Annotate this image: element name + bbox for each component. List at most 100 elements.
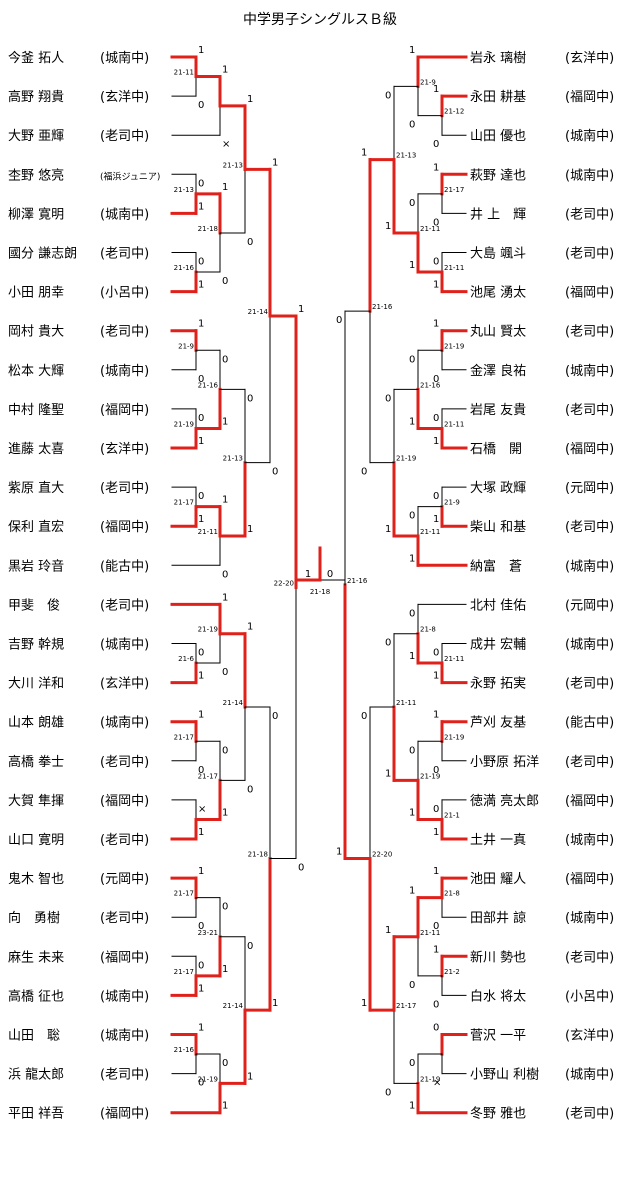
match-result: 1 <box>433 710 439 721</box>
player-school: (城南中) <box>100 715 149 731</box>
match-score: 21-16 <box>372 303 393 311</box>
match-result: 0 <box>409 745 415 756</box>
player-school: (老司中) <box>565 1107 614 1122</box>
match-result: 1 <box>222 592 228 603</box>
player-school: (福岡中) <box>565 90 614 105</box>
match-result: 0 <box>198 413 204 424</box>
player-name: 甲斐 俊 <box>8 598 60 613</box>
match-result: 0 <box>433 804 439 815</box>
match-score: 21-14 <box>248 308 269 316</box>
player-school: (老司中) <box>100 911 149 926</box>
match-result: 1 <box>247 1071 253 1082</box>
match-result: 0 <box>272 711 278 722</box>
player-name: 金澤 良祐 <box>470 363 526 379</box>
match-score: 21-17 <box>174 733 194 741</box>
player-school: (能古中) <box>100 559 149 574</box>
player-school: (元岡中) <box>100 872 149 887</box>
player-name: 麻生 未来 <box>8 950 64 965</box>
match-result: 0 <box>247 393 253 404</box>
player-school: (玄洋中) <box>100 90 149 105</box>
match-result: 1 <box>385 925 391 936</box>
match-result: 0 <box>385 90 391 101</box>
player-name: 國分 謙志朗 <box>8 247 77 262</box>
match-result: 1 <box>409 1101 415 1112</box>
match-score: 21-18 <box>248 851 268 859</box>
match-result: 1 <box>198 280 204 291</box>
player-school: (福浜ジュニア) <box>100 170 160 182</box>
player-school: (元岡中) <box>565 598 614 613</box>
player-school: (元岡中) <box>565 481 614 496</box>
match-result: 0 <box>433 1023 439 1034</box>
match-score: 21-19 <box>420 772 440 780</box>
match-result: 0 <box>433 765 439 776</box>
match-score: 21-11 <box>174 69 194 77</box>
match-result: 1 <box>222 807 228 818</box>
match-result: 1 <box>247 94 253 105</box>
match-result: 0 <box>222 902 228 913</box>
match-result: 1 <box>198 45 204 56</box>
match-result: 1 <box>409 416 415 427</box>
match-score: 23-21 <box>198 929 218 937</box>
match-result: 1 <box>433 827 439 838</box>
match-result: 1 <box>361 148 367 159</box>
match-score: 21-9 <box>178 342 194 350</box>
match-result: 0 <box>198 960 204 971</box>
player-name: 吉野 幹規 <box>8 637 64 653</box>
match-result: 1 <box>222 495 228 506</box>
match-score: 21-19 <box>396 455 416 463</box>
player-name: 紫原 直大 <box>8 481 64 496</box>
match-result: 0 <box>298 863 304 874</box>
player-school: (老司中) <box>100 247 149 262</box>
match-result: 0 <box>198 648 204 659</box>
player-school: (福岡中) <box>565 442 614 457</box>
match-result: 0 <box>198 921 204 932</box>
match-result: 1 <box>433 319 439 330</box>
match-score: 21-11 <box>420 929 440 937</box>
player-school: (玄洋中) <box>565 1029 614 1044</box>
match-result: 1 <box>433 514 439 525</box>
player-name: 小田 朋幸 <box>8 286 64 301</box>
match-result: 0 <box>198 257 204 268</box>
player-name: 納富 蒼 <box>470 558 522 574</box>
player-school: (老司中) <box>565 520 614 535</box>
match-score: 21-2 <box>444 968 460 976</box>
match-result: 1 <box>198 983 204 994</box>
match-result: 0 <box>272 467 278 478</box>
match-result: 0 <box>222 1058 228 1069</box>
player-name: 小野山 利樹 <box>470 1068 539 1083</box>
player-name: 大川 洋和 <box>8 677 64 692</box>
match-result: 0 <box>433 217 439 228</box>
player-school: (老司中) <box>100 1068 149 1083</box>
match-score: 21-8 <box>444 890 460 898</box>
match-score: 21-11 <box>396 699 416 707</box>
player-school: (福岡中) <box>100 950 149 965</box>
player-school: (城南中) <box>565 637 614 653</box>
match-score: 21-17 <box>198 772 218 780</box>
player-school: (城南中) <box>565 128 614 144</box>
player-name: 冬野 雅也 <box>470 1106 526 1122</box>
match-score: 21-19 <box>198 626 218 634</box>
final-result: 1 <box>305 569 311 580</box>
match-result: 0 <box>198 374 204 385</box>
player-school: (老司中) <box>565 403 614 418</box>
player-name: 北村 佳佑 <box>470 598 526 613</box>
player-school: (福岡中) <box>565 794 614 809</box>
match-result: 0 <box>336 315 342 326</box>
player-school: (玄洋中) <box>100 677 149 692</box>
player-school: (老司中) <box>100 755 149 770</box>
match-result: 0 <box>222 354 228 365</box>
player-school: (福岡中) <box>565 872 614 887</box>
match-score: 21-12 <box>444 108 464 116</box>
player-name: 井 上 輝 <box>470 207 526 222</box>
player-name: 大島 颯斗 <box>470 247 526 262</box>
match-result: 1 <box>198 827 204 838</box>
match-score: 21-13 <box>223 455 243 463</box>
match-result: 1 <box>385 768 391 779</box>
match-result: 0 <box>247 237 253 248</box>
match-result: 1 <box>433 162 439 173</box>
player-name: 中村 隆聖 <box>8 403 64 418</box>
match-result: 0 <box>385 638 391 649</box>
match-result: 1 <box>247 524 253 535</box>
player-school: (城南中) <box>100 1028 149 1044</box>
